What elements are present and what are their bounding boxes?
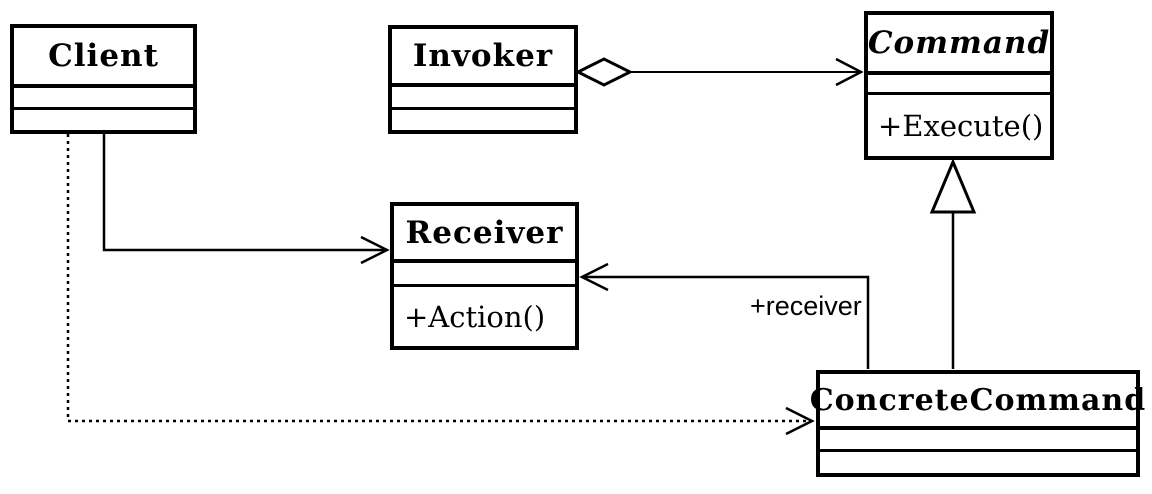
open-arrowhead-icon [835, 57, 864, 87]
attributes-compartment-client [14, 88, 193, 110]
association-connector-concretecommand-receiver [579, 262, 870, 369]
class-name-receiver: Receiver [394, 206, 575, 263]
generalization-connector-concretecommand-command [929, 158, 977, 369]
method-execute: +Execute() [878, 108, 1044, 143]
methods-compartment-concretecommand [820, 452, 1136, 473]
association-line [102, 133, 387, 252]
attributes-compartment-concretecommand [820, 430, 1136, 452]
dependency-connector-client-concretecommand [66, 134, 815, 436]
class-name-invoker: Invoker [392, 29, 574, 87]
attributes-compartment-receiver [394, 263, 575, 287]
aggregation-diamond-icon [574, 57, 634, 87]
class-name-command: Command [868, 15, 1050, 75]
class-box-invoker: Invoker [388, 25, 578, 134]
attributes-compartment-command [868, 75, 1050, 95]
methods-compartment-invoker [392, 110, 574, 130]
inheritance-triangle-icon [929, 158, 977, 214]
association-connector-client-receiver [102, 133, 390, 265]
class-name-client: Client [14, 28, 193, 88]
open-arrowhead-icon [579, 262, 609, 292]
open-arrowhead-icon [785, 406, 815, 436]
class-name-concretecommand: ConcreteCommand [810, 374, 1145, 430]
aggregation-connector-invoker-command [574, 57, 864, 87]
class-box-client: Client [10, 24, 197, 134]
dependency-dotted-line [66, 134, 808, 423]
association-line [582, 275, 870, 369]
class-box-concretecommand: ConcreteCommand [810, 370, 1145, 477]
methods-compartment-client [14, 110, 193, 130]
attributes-compartment-invoker [392, 87, 574, 110]
method-action: +Action() [404, 299, 546, 334]
class-box-receiver: Receiver +Action() [390, 202, 579, 350]
class-box-command: Command +Execute() [864, 11, 1054, 160]
open-arrowhead-icon [360, 235, 390, 265]
edge-label-receiver-role: +receiver [750, 291, 862, 321]
